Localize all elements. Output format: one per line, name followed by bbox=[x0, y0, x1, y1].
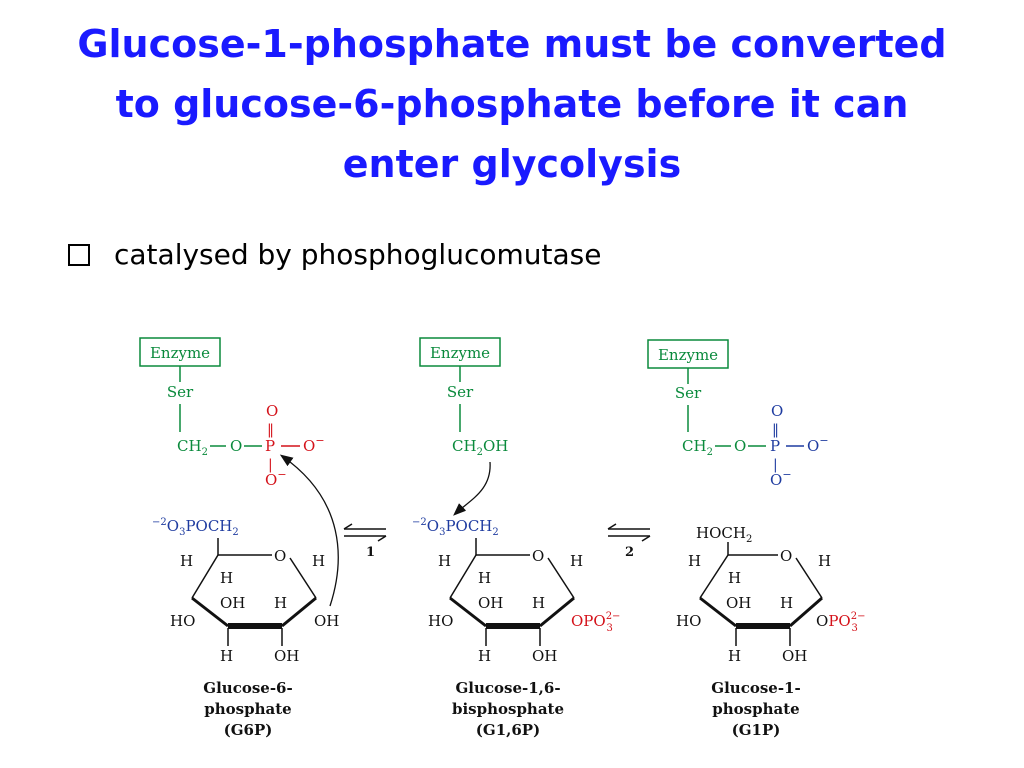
o-minus-bottom: O− bbox=[265, 468, 287, 489]
title-line-2: to glucose-6-phosphate before it can bbox=[115, 82, 909, 126]
svg-text:OH: OH bbox=[726, 594, 751, 612]
svg-text:‖: ‖ bbox=[772, 422, 779, 438]
o-top-label: O bbox=[266, 402, 278, 420]
bullet-point: catalysed by phosphoglucomutase bbox=[68, 238, 601, 271]
p-label: P bbox=[265, 437, 275, 455]
svg-text:H: H bbox=[274, 594, 287, 612]
svg-text:H: H bbox=[728, 569, 741, 587]
svg-text:H: H bbox=[818, 552, 831, 570]
o-minus-right: O− bbox=[303, 434, 325, 455]
svg-text:H: H bbox=[478, 647, 491, 665]
svg-text:phosphate: phosphate bbox=[712, 700, 799, 718]
ch2-label: CH2 bbox=[177, 437, 208, 458]
svg-text:H: H bbox=[532, 594, 545, 612]
svg-text:OH: OH bbox=[274, 647, 299, 665]
ch2oh-label: CH2OH bbox=[452, 437, 508, 458]
svg-text:H: H bbox=[220, 569, 233, 587]
enzyme-panel-2: Enzyme Ser CH2OH bbox=[419, 337, 508, 458]
svg-text:HO: HO bbox=[676, 612, 701, 630]
svg-text:−2O3POCH2: −2O3POCH2 bbox=[412, 517, 499, 538]
svg-text:OH: OH bbox=[314, 612, 339, 630]
svg-text:bisphosphate: bisphosphate bbox=[452, 700, 564, 718]
ring-g1p: HOCH2 O H H H OH H HO OPO2−3 H OH bbox=[676, 524, 865, 665]
svg-text:(G6P): (G6P) bbox=[224, 721, 273, 739]
svg-text:Glucose-6-: Glucose-6- bbox=[203, 679, 292, 697]
svg-text:OPO2−3: OPO2−3 bbox=[816, 611, 865, 634]
svg-text:H: H bbox=[180, 552, 193, 570]
compound-name-g16p: Glucose-1,6- bisphosphate (G1,6P) bbox=[452, 679, 564, 739]
svg-text:O: O bbox=[274, 547, 286, 565]
enzyme-label: Enzyme bbox=[150, 344, 210, 362]
checkbox-bullet-icon bbox=[68, 243, 90, 266]
svg-text:O: O bbox=[532, 547, 544, 565]
svg-text:H: H bbox=[728, 647, 741, 665]
bullet-text: catalysed by phosphoglucomutase bbox=[114, 238, 602, 271]
svg-text:Glucose-1,6-: Glucose-1,6- bbox=[455, 679, 560, 697]
compound-name-g6p: Glucose-6- phosphate (G6P) bbox=[203, 679, 292, 739]
svg-text:HO: HO bbox=[428, 612, 453, 630]
svg-text:H: H bbox=[688, 552, 701, 570]
svg-text:O: O bbox=[771, 402, 783, 420]
svg-text:|: | bbox=[268, 457, 273, 473]
enzyme-panel-3: Enzyme Ser CH2 O P O ‖ O− | O− bbox=[647, 339, 829, 489]
ser-label: Ser bbox=[167, 383, 194, 401]
svg-text:Glucose-1-: Glucose-1- bbox=[711, 679, 800, 697]
title-line-1: Glucose-1-phosphate must be converted bbox=[77, 22, 947, 66]
page-title: Glucose-1-phosphate must be converted to… bbox=[20, 14, 1004, 194]
svg-text:CH2: CH2 bbox=[682, 437, 713, 458]
svg-text:O: O bbox=[780, 547, 792, 565]
svg-text:|: | bbox=[773, 457, 778, 473]
title-line-3: enter glycolysis bbox=[342, 142, 682, 186]
svg-text:H: H bbox=[780, 594, 793, 612]
svg-text:‖: ‖ bbox=[267, 422, 274, 438]
svg-text:H: H bbox=[438, 552, 451, 570]
svg-text:(G1,6P): (G1,6P) bbox=[476, 721, 540, 739]
o3poch2-label-1: −2O3POCH2 bbox=[152, 517, 239, 538]
ring-g16p: −2O3POCH2 O H H H OH H HO OPO2−3 H OH bbox=[412, 461, 620, 665]
transfer-arrow-1 bbox=[279, 454, 339, 607]
svg-text:O−: O− bbox=[770, 468, 792, 489]
svg-text:H: H bbox=[220, 647, 233, 665]
svg-text:Enzyme: Enzyme bbox=[430, 344, 490, 362]
svg-text:OH: OH bbox=[532, 647, 557, 665]
enzyme-panel-1: Enzyme Ser CH2 O P O ‖ O− | O− bbox=[139, 337, 325, 489]
svg-text:P: P bbox=[770, 437, 780, 455]
svg-text:OH: OH bbox=[220, 594, 245, 612]
svg-text:H: H bbox=[312, 552, 325, 570]
svg-text:(G1P): (G1P) bbox=[732, 721, 781, 739]
transfer-arrow-2 bbox=[453, 461, 491, 516]
svg-text:OH: OH bbox=[478, 594, 503, 612]
compound-name-g1p: Glucose-1- phosphate (G1P) bbox=[711, 679, 800, 739]
step-1-label: 1 bbox=[366, 545, 375, 560]
svg-text:O−: O− bbox=[807, 434, 829, 455]
svg-text:phosphate: phosphate bbox=[204, 700, 291, 718]
svg-text:O: O bbox=[734, 437, 746, 455]
equilibrium-arrow-2: 2 bbox=[607, 523, 651, 560]
step-2-label: 2 bbox=[625, 545, 634, 560]
svg-text:H: H bbox=[570, 552, 583, 570]
svg-text:OH: OH bbox=[782, 647, 807, 665]
ring-g6p: −2O3POCH2 O H H H OH H HO OH H OH bbox=[152, 454, 339, 665]
svg-text:HOCH2: HOCH2 bbox=[696, 524, 752, 545]
svg-text:Ser: Ser bbox=[675, 384, 702, 402]
svg-text:OPO2−3: OPO2−3 bbox=[571, 611, 620, 634]
svg-text:Ser: Ser bbox=[447, 383, 474, 401]
svg-text:H: H bbox=[478, 569, 491, 587]
o-label: O bbox=[230, 437, 242, 455]
equilibrium-arrow-1: 1 bbox=[343, 523, 387, 560]
svg-text:HO: HO bbox=[170, 612, 195, 630]
svg-text:Enzyme: Enzyme bbox=[658, 346, 718, 364]
